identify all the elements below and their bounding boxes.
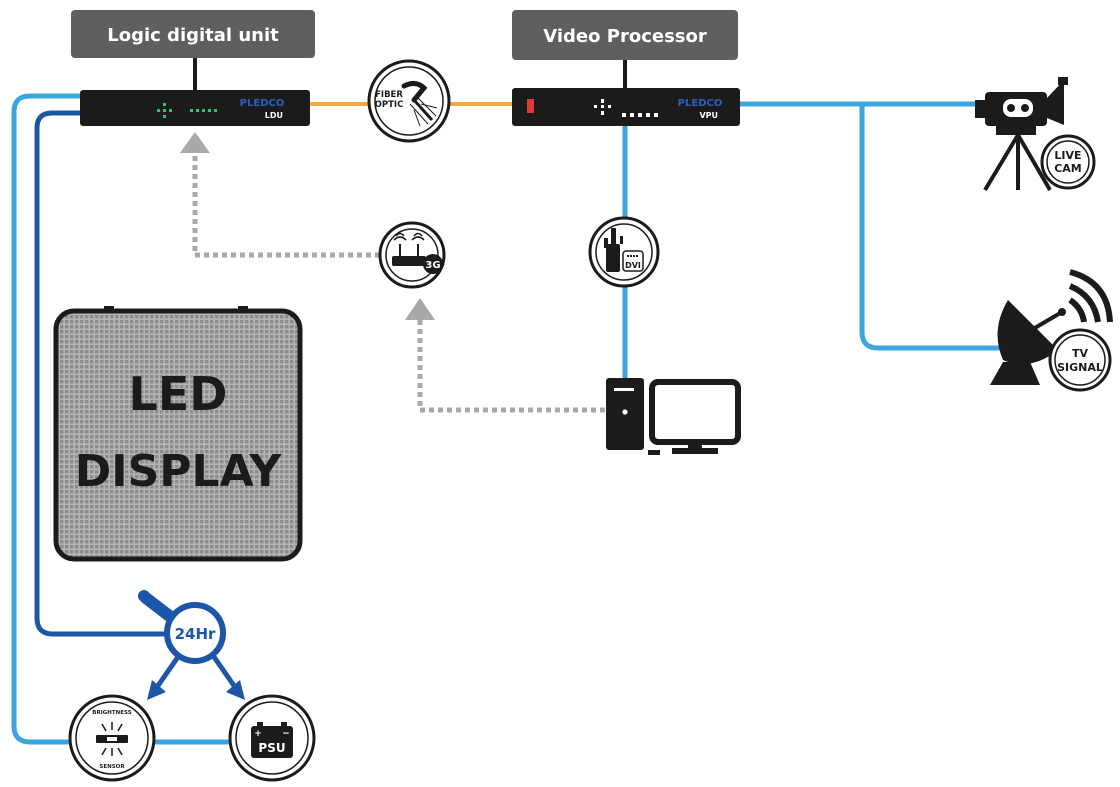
ldu-tag: LDU (265, 111, 283, 120)
dvi-label: DVI (625, 261, 641, 270)
ldu-device: PLEDCO LDU (80, 90, 310, 126)
psu-minus-sign: − (282, 729, 290, 739)
psu-badge: + − PSU (228, 694, 316, 782)
pc-to-router-wireless-path (417, 316, 605, 413)
psu-plus-sign: + (254, 729, 262, 739)
pc-monitor (649, 379, 741, 445)
vpu-tag: VPU (699, 111, 718, 120)
dvi-pins (627, 255, 638, 257)
vpu-title: Video Processor (543, 26, 707, 47)
ldu-status-leds (157, 103, 217, 118)
vpu-device: PLEDCO VPU (512, 88, 740, 126)
vpu-title-box: Video Processor (512, 10, 738, 60)
magnifier-handle-icon (138, 590, 178, 624)
live-cam-label-line1: LIVE (1054, 149, 1081, 162)
vpu-power-switch (527, 99, 534, 113)
timer-24hr-group: 24Hr (138, 590, 245, 700)
sensor-icon (96, 722, 128, 756)
live-cam-label-line2: CAM (1054, 162, 1082, 175)
vpu-brand: PLEDCO (678, 98, 723, 109)
vpu-status-leds (594, 99, 658, 117)
vpu-to-tv-signal-cable (859, 104, 1015, 351)
dvi-badge: DVI (588, 216, 660, 288)
timer-24hr-badge (164, 602, 226, 664)
router-to-ldu-arrowhead (180, 132, 210, 153)
ldu-brand: PLEDCO (240, 98, 285, 109)
sensor-label-top: BRIGHTNESS (92, 710, 131, 716)
router-icon (392, 232, 426, 266)
ldu-title-box: Logic digital unit (71, 10, 315, 58)
fiber-cable-icon (401, 80, 438, 127)
led-display-label-line1: LED (129, 367, 228, 421)
router-to-ldu-wireless-path (192, 150, 380, 258)
satellite-dish-icon (990, 269, 1113, 385)
3g-icon (423, 254, 443, 274)
timer-to-sensor-arrow (152, 652, 183, 692)
pc-to-router-arrowhead (405, 298, 435, 320)
ldu-to-sensor-cable (11, 93, 80, 745)
router-3g-badge: 3G (378, 221, 446, 289)
tv-label-line1: TV (1072, 347, 1089, 360)
tv-label-line2: SIGNAL (1057, 361, 1103, 374)
sensor-label-bottom: SENSOR (99, 764, 125, 770)
video-camera-icon (975, 77, 1068, 192)
ldu-title: Logic digital unit (107, 25, 279, 46)
ldu-to-timer-cable (34, 110, 165, 637)
timer-label: 24Hr (175, 625, 216, 643)
brightness-sensor-badge: BRIGHTNESS SENSOR (68, 694, 156, 782)
router-3g-label: 3G (425, 260, 440, 271)
battery-icon (251, 722, 293, 758)
tv-signal-group: TV SIGNAL (990, 269, 1113, 392)
pc-computer-icon (606, 378, 741, 455)
led-display-panel: LED DISPLAY (53, 306, 303, 562)
fiber-label-line1: FIBER (375, 90, 403, 100)
led-display-label-line2: DISPLAY (75, 446, 283, 497)
fiber-optic-badge: FIBER OPTIC (367, 59, 451, 143)
tv-signal-badge: TV SIGNAL (1048, 328, 1112, 392)
live-cam-badge: LIVE CAM (1040, 134, 1096, 190)
dvi-connector-icon (604, 228, 623, 272)
psu-label: PSU (258, 741, 285, 755)
fiber-label-line2: OPTIC (375, 100, 404, 110)
timer-to-psu-arrow (209, 652, 240, 692)
live-cam-group: LIVE CAM (975, 77, 1096, 192)
